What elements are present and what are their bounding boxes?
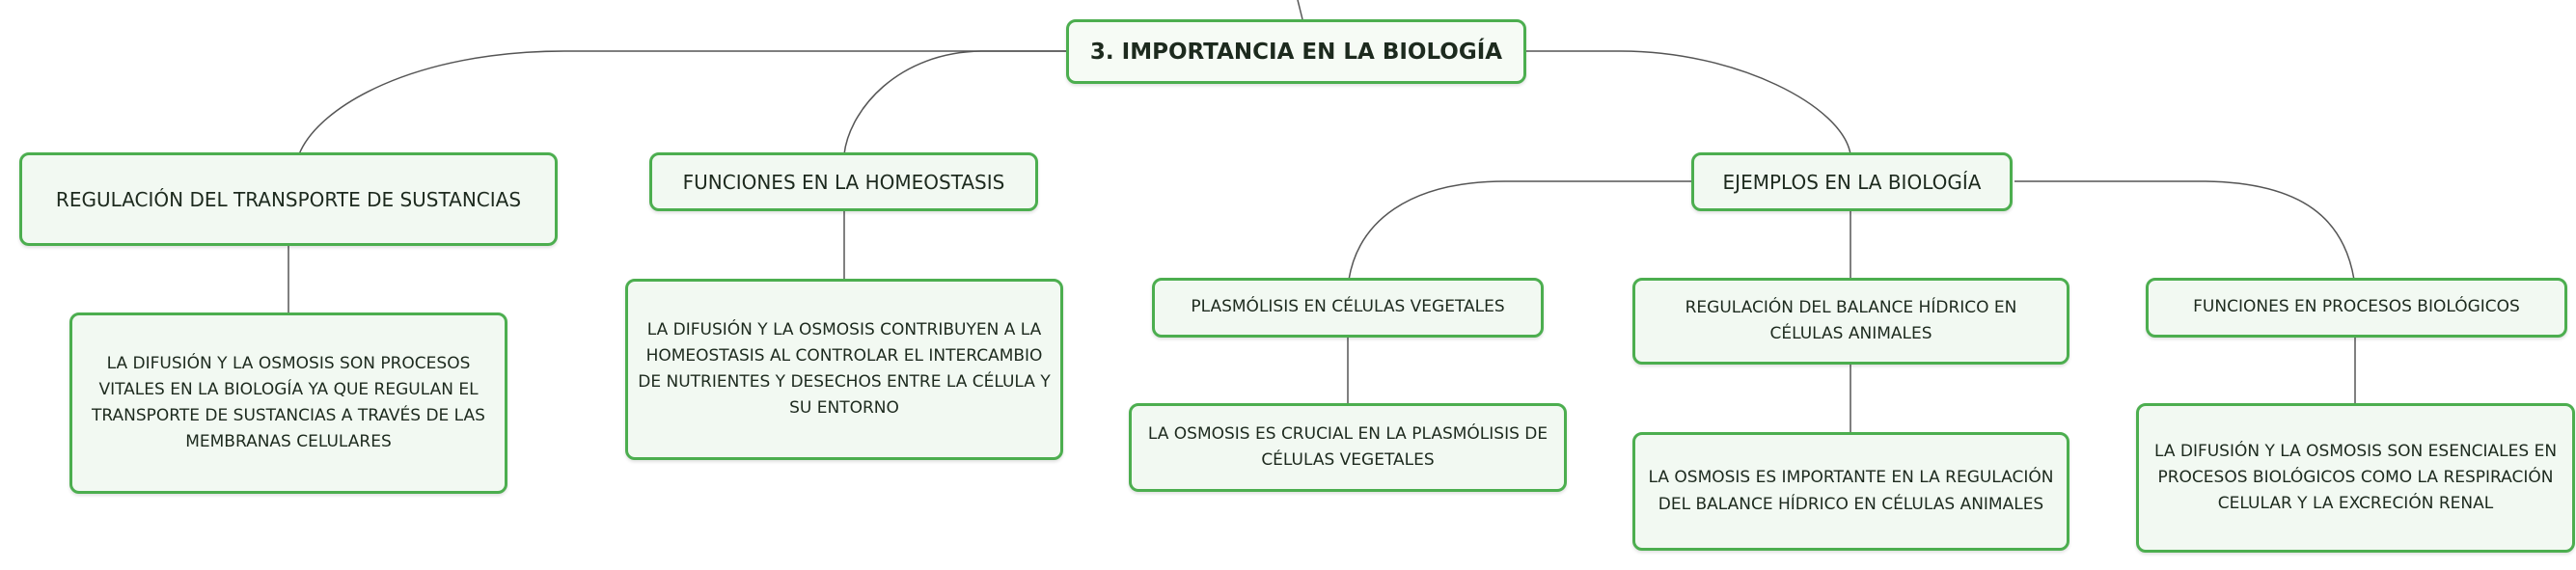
sub-branch-node-plasmolysis[interactable]: PLASMÓLISIS EN CÉLULAS VEGETALES (1152, 278, 1544, 338)
root-node[interactable]: 3. IMPORTANCIA EN LA BIOLOGÍA (1066, 19, 1526, 84)
sub-branch-node-label: FUNCIONES EN PROCESOS BIOLÓGICOS (2193, 297, 2520, 317)
detail-node-text: LA OSMOSIS ES IMPORTANTE EN LA REGULACIÓ… (1648, 468, 2054, 514)
sub-branch-node-water-balance[interactable]: REGULACIÓN DEL BALANCE HÍDRICO EN CÉLULA… (1632, 278, 2069, 365)
connector-root-parent (1297, 0, 1303, 20)
branch-node-label: FUNCIONES EN LA HOMEOSTASIS (682, 170, 1005, 194)
branch-node-homeostasis[interactable]: FUNCIONES EN LA HOMEOSTASIS (649, 152, 1038, 211)
branch-node-transport[interactable]: REGULACIÓN DEL TRANSPORTE DE SUSTANCIAS (19, 152, 558, 246)
connector-root-homeostasis (843, 50, 1066, 155)
detail-node-plasmolysis[interactable]: LA OSMOSIS ES CRUCIAL EN LA PLASMÓLISIS … (1129, 403, 1567, 492)
detail-node-processes[interactable]: LA DIFUSIÓN Y LA OSMOSIS SON ESENCIALES … (2136, 403, 2575, 553)
detail-node-water-balance[interactable]: LA OSMOSIS ES IMPORTANTE EN LA REGULACIÓ… (1632, 432, 2069, 551)
detail-node-text: LA DIFUSIÓN Y LA OSMOSIS CONTRIBUYEN A L… (638, 319, 1051, 419)
detail-node-text: LA DIFUSIÓN Y LA OSMOSIS SON ESENCIALES … (2153, 441, 2558, 514)
sub-branch-node-label: PLASMÓLISIS EN CÉLULAS VEGETALES (1191, 297, 1505, 317)
branch-node-label: REGULACIÓN DEL TRANSPORTE DE SUSTANCIAS (55, 187, 522, 211)
sub-branch-node-processes[interactable]: FUNCIONES EN PROCESOS BIOLÓGICOS (2146, 278, 2567, 338)
connector-root-transport (298, 50, 1066, 155)
detail-node-transport[interactable]: LA DIFUSIÓN Y LA OSMOSIS SON PROCESOS VI… (69, 312, 507, 494)
connector-root-examples (1526, 50, 1851, 155)
detail-node-homeostasis[interactable]: LA DIFUSIÓN Y LA OSMOSIS CONTRIBUYEN A L… (625, 279, 1063, 460)
detail-node-text: LA OSMOSIS ES CRUCIAL EN LA PLASMÓLISIS … (1147, 423, 1548, 470)
branch-node-label: EJEMPLOS EN LA BIOLOGÍA (1722, 170, 1982, 194)
detail-node-text: LA DIFUSIÓN Y LA OSMOSIS SON PROCESOS VI… (92, 353, 485, 452)
connector-examples-processes (2014, 180, 2355, 281)
sub-branch-node-label: REGULACIÓN DEL BALANCE HÍDRICO EN CÉLULA… (1685, 297, 2017, 343)
connector-examples-plasmolysis (1348, 180, 1691, 281)
root-node-label: 3. IMPORTANCIA EN LA BIOLOGÍA (1089, 39, 1503, 65)
branch-node-examples[interactable]: EJEMPLOS EN LA BIOLOGÍA (1691, 152, 2013, 211)
